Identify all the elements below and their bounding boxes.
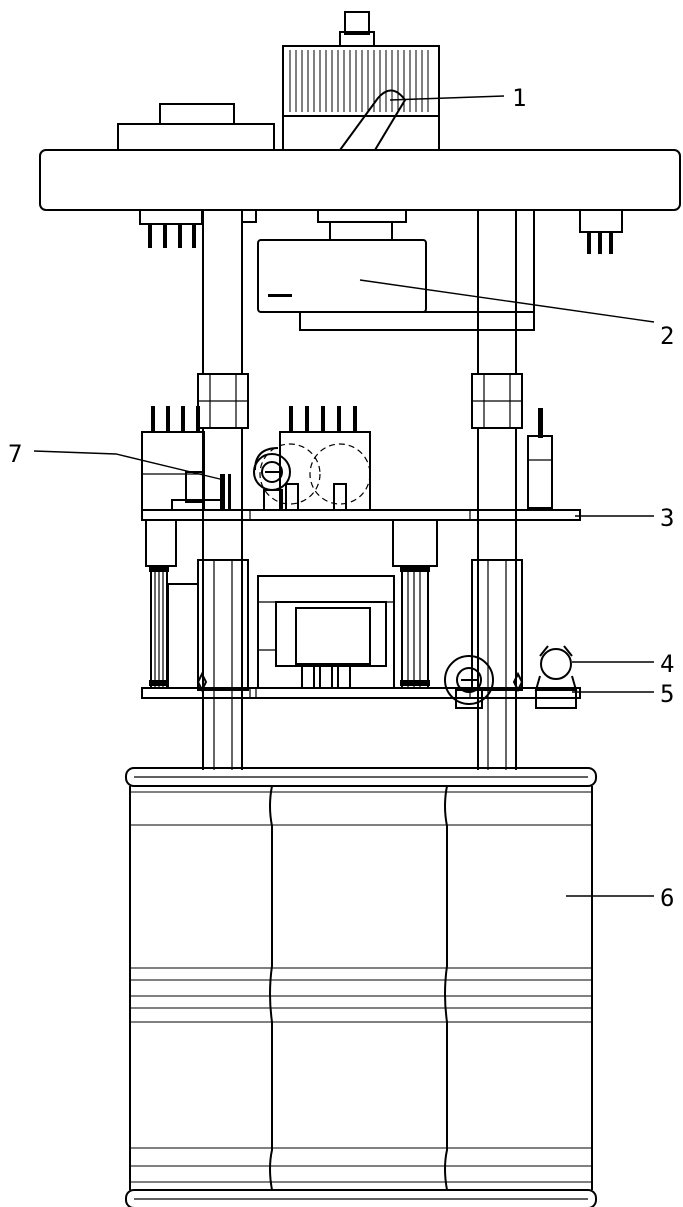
component-7-pins bbox=[220, 474, 231, 510]
leader-lines bbox=[33, 95, 655, 897]
component-2-block bbox=[257, 209, 535, 331]
middle-center-component bbox=[253, 406, 371, 511]
left-column bbox=[196, 210, 249, 770]
callout-7: 7 bbox=[8, 440, 22, 468]
board-3 bbox=[141, 509, 581, 521]
callout-1: 1 bbox=[512, 84, 526, 112]
top-left-block bbox=[117, 103, 275, 151]
right-column bbox=[471, 210, 524, 770]
middle-right-component bbox=[527, 408, 553, 509]
lower-potentiometer bbox=[444, 655, 494, 709]
top-plate bbox=[39, 149, 681, 211]
top-knob bbox=[282, 11, 440, 151]
callout-6: 6 bbox=[660, 884, 674, 912]
callout-4: 4 bbox=[660, 650, 674, 678]
right-connector bbox=[579, 209, 623, 254]
callout-5: 5 bbox=[660, 680, 674, 708]
callout-labels: 1 2 3 4 5 6 7 bbox=[8, 84, 674, 912]
callout-2: 2 bbox=[660, 322, 674, 350]
board-spacers bbox=[145, 519, 438, 689]
callout-3: 3 bbox=[660, 504, 674, 532]
board-5 bbox=[141, 687, 581, 699]
left-connector bbox=[139, 209, 257, 248]
drum-6 bbox=[125, 767, 597, 1207]
transformer bbox=[257, 575, 395, 689]
